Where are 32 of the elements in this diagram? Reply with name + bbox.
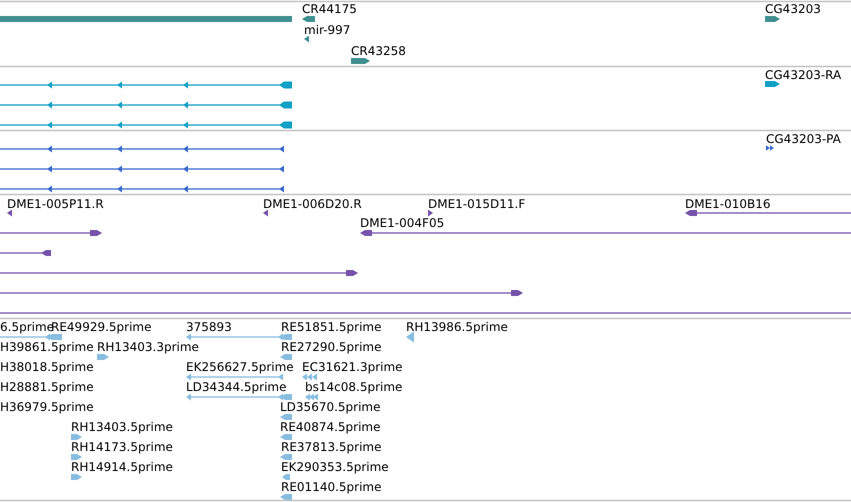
feature-label: LD34344.5prime <box>186 380 287 394</box>
feature-label: DME1-006D20.R <box>263 197 362 211</box>
feature-label: EK256627.5prime <box>186 360 294 374</box>
feature-label: H39861.5prime <box>0 340 94 354</box>
feature-label: bs14c08.5prime <box>305 380 402 394</box>
feature-label: EK290353.5prime <box>281 460 389 474</box>
feature-label: CR43258 <box>351 44 406 58</box>
feature-label: RH14914.5prime <box>71 460 173 474</box>
feature-label: RE40874.5prime <box>280 420 380 434</box>
feature-label: DME1-004F05 <box>360 216 444 230</box>
feature-label: RH13403.3prime <box>97 340 199 354</box>
feature-label: RE27290.5prime <box>281 340 382 354</box>
feature-label: H36979.5prime <box>0 400 94 414</box>
feature-label: RE37813.5prime <box>281 440 382 454</box>
feature-label: CR44175 <box>302 2 357 16</box>
feature-label: H38018.5prime <box>0 360 94 374</box>
feature-label: DME1-015D11.F <box>428 197 526 211</box>
feature-label: DME1-010B16 <box>685 197 771 211</box>
feature-label: RE51851.5prime <box>281 320 382 334</box>
feature-label: RE01140.5prime <box>281 480 382 494</box>
feature-label: 375893 <box>186 320 232 334</box>
feature-label: RH13986.5prime <box>406 320 508 334</box>
feature-label: LD35670.5prime <box>280 400 381 414</box>
feature-label: CG43203 <box>765 2 821 16</box>
feature-label: RH13403.5prime <box>71 420 173 434</box>
feature-label: H28881.5prime <box>0 380 94 394</box>
feature-label: CG43203-RA <box>765 68 842 82</box>
feature-label: CG43203-PA <box>766 132 841 146</box>
feature-label: RH14173.5prime <box>71 440 173 454</box>
feature-label: DME1-005P11.R <box>7 197 104 211</box>
feature-label: mir-997 <box>304 23 350 37</box>
feature-label: EC31621.3prime <box>302 360 403 374</box>
